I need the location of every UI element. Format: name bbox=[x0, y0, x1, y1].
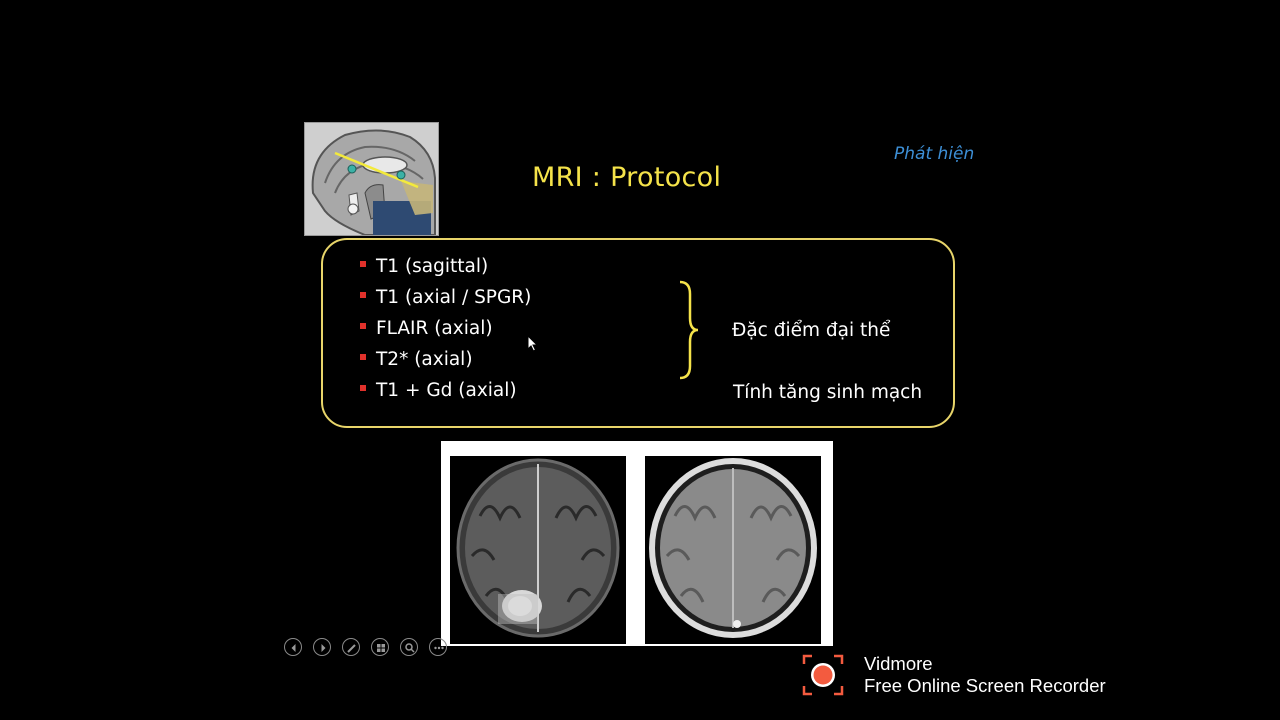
bullet-icon bbox=[360, 385, 366, 391]
sagittal-brain-mri-icon bbox=[305, 123, 438, 235]
sequence-item: T1 + Gd (axial) bbox=[360, 380, 517, 401]
bullet-icon bbox=[360, 323, 366, 329]
detect-label: Phát hiện bbox=[894, 144, 975, 164]
more-icon[interactable] bbox=[429, 638, 447, 656]
pen-icon[interactable] bbox=[342, 638, 360, 656]
next-icon[interactable] bbox=[313, 638, 331, 656]
gross-features-note: Đặc điểm đại thể bbox=[732, 320, 891, 341]
slides-icon[interactable] bbox=[371, 638, 389, 656]
bullet-icon bbox=[360, 261, 366, 267]
watermark-name: Vidmore bbox=[864, 653, 933, 674]
bullet-icon bbox=[360, 292, 366, 298]
watermark-subtitle: Free Online Screen Recorder bbox=[864, 675, 1106, 696]
sequence-label: T1 + Gd (axial) bbox=[376, 380, 517, 401]
sequence-label: T1 (sagittal) bbox=[376, 256, 489, 277]
sequence-item: T1 (axial / SPGR) bbox=[360, 287, 531, 308]
sequence-label: T2* (axial) bbox=[376, 349, 473, 370]
bullet-icon bbox=[360, 354, 366, 360]
protocol-box bbox=[321, 238, 955, 428]
mri-t1-gd-image bbox=[645, 456, 821, 644]
sequence-label: FLAIR (axial) bbox=[376, 318, 493, 339]
vascularity-note: Tính tăng sinh mạch bbox=[733, 382, 923, 403]
zoom-icon[interactable] bbox=[400, 638, 418, 656]
axial-t1-gd-mri bbox=[645, 456, 821, 644]
mri-image-panel bbox=[441, 441, 833, 646]
sequence-item: T2* (axial) bbox=[360, 349, 473, 370]
curly-brace-icon bbox=[679, 280, 699, 380]
axial-flair-mri bbox=[450, 456, 626, 644]
record-icon bbox=[802, 654, 844, 696]
sequence-label: T1 (axial / SPGR) bbox=[376, 287, 532, 308]
mri-flair-image bbox=[450, 456, 626, 644]
sequence-item: FLAIR (axial) bbox=[360, 318, 493, 339]
slide-title: MRI : Protocol bbox=[532, 162, 722, 193]
sagittal-thumbnail bbox=[304, 122, 439, 236]
previous-icon[interactable] bbox=[284, 638, 302, 656]
sequence-item: T1 (sagittal) bbox=[360, 256, 488, 277]
mouse-cursor-icon bbox=[527, 335, 539, 352]
